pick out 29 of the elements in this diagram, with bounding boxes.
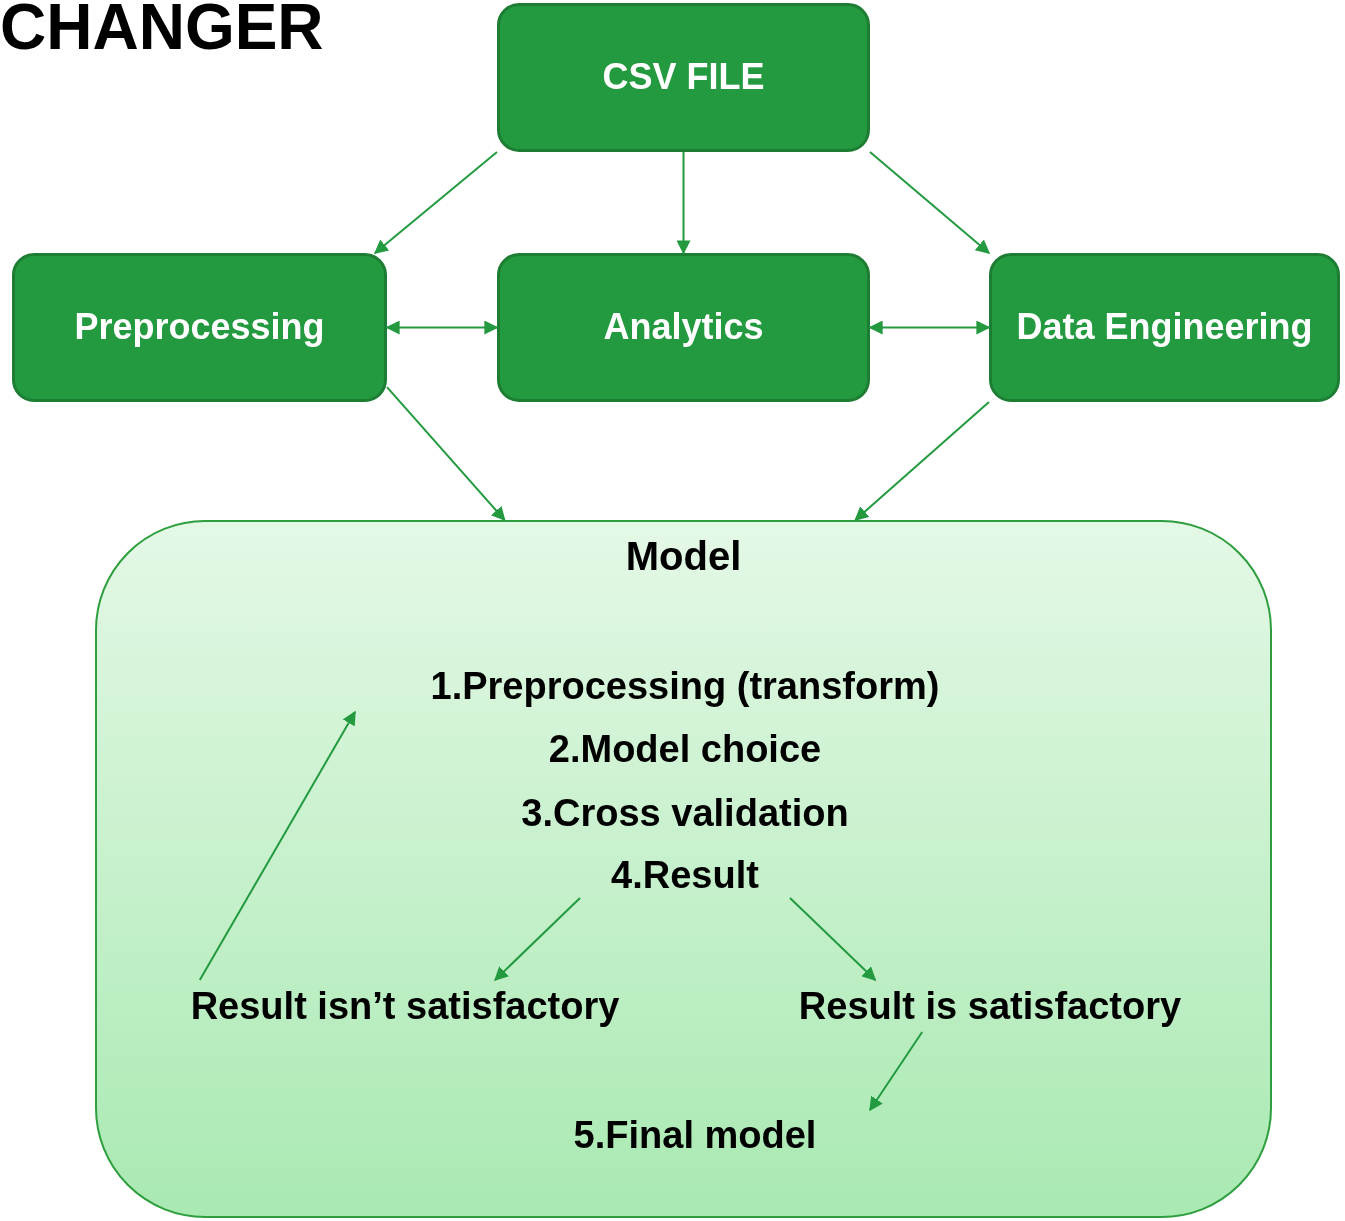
process-box: [989, 253, 1340, 402]
step-text: 5.Final model: [520, 1110, 870, 1160]
step-text: 1.Preprocessing (transform): [355, 660, 1015, 712]
step-text: 2.Model choice: [470, 724, 900, 774]
arrow: [198, 710, 356, 981]
step-text: 4.Result: [580, 852, 790, 898]
arrow: [494, 897, 581, 981]
process-box: [497, 253, 870, 402]
container-heading: Model: [624, 534, 743, 579]
box-label: Analytics: [602, 305, 765, 350]
step-text: Result isn’t satisfactory: [120, 980, 690, 1032]
process-box: [497, 3, 870, 152]
arrow: [869, 1031, 924, 1112]
arrow: [869, 151, 991, 254]
box-label: Data Engineering: [1015, 305, 1314, 350]
arrow: [789, 897, 877, 981]
process-box: [12, 253, 387, 402]
step-text: Result is satisfactory: [735, 980, 1245, 1032]
title: CHANGER: [0, 0, 324, 63]
arrow: [676, 151, 691, 255]
model-container: [95, 520, 1272, 1218]
box-label: CSV FILE: [601, 55, 766, 100]
box-label: Preprocessing: [73, 305, 326, 350]
arrow: [385, 320, 499, 335]
arrow: [373, 151, 498, 254]
arrow: [854, 401, 990, 521]
arrow: [868, 320, 991, 335]
arrow: [386, 386, 506, 522]
step-text: 3.Cross validation: [440, 788, 930, 838]
